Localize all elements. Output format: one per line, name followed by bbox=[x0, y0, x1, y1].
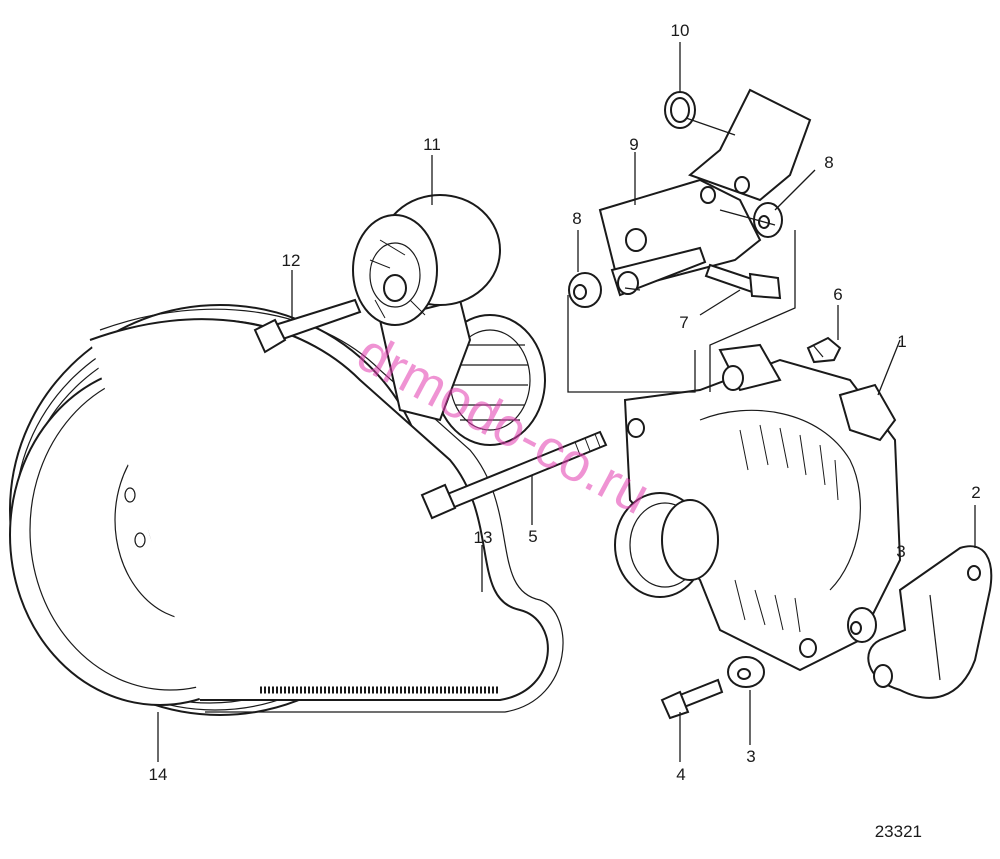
part-label-2: 2 bbox=[971, 483, 980, 502]
part-label-9: 9 bbox=[629, 135, 638, 154]
bolt-6 bbox=[806, 336, 842, 364]
part-label-14: 14 bbox=[149, 765, 168, 784]
part-label-6: 6 bbox=[833, 285, 842, 304]
part-label-3-upper: 3 bbox=[896, 542, 905, 561]
seal-ring bbox=[664, 91, 696, 129]
figure-number: 23321 bbox=[875, 822, 922, 841]
drive-belt bbox=[89, 308, 564, 713]
belt-tensioner bbox=[352, 194, 546, 446]
washer-3-lower bbox=[727, 656, 765, 688]
part-label-8-right: 8 bbox=[824, 153, 833, 172]
part-label-5: 5 bbox=[528, 527, 537, 546]
part-label-13: 13 bbox=[474, 528, 493, 547]
part-label-8-left: 8 bbox=[572, 209, 581, 228]
part-labels: 1 2 3 3 4 5 6 7 8 8 9 10 11 12 13 14 bbox=[149, 21, 981, 784]
mounting-bracket bbox=[867, 545, 993, 699]
leader-lines bbox=[157, 42, 976, 762]
bolt-7 bbox=[704, 263, 782, 300]
part-label-11: 11 bbox=[423, 135, 441, 154]
bolt-5 bbox=[420, 430, 608, 520]
support-bracket bbox=[598, 88, 812, 297]
alternator bbox=[614, 343, 902, 672]
part-label-1: 1 bbox=[897, 332, 906, 351]
part-label-4: 4 bbox=[676, 765, 685, 784]
bolt-4 bbox=[660, 678, 724, 720]
assembly-guide-lines bbox=[567, 209, 796, 393]
part-label-3-lower: 3 bbox=[746, 747, 755, 766]
washer-3-upper bbox=[847, 607, 877, 643]
part-label-7: 7 bbox=[679, 313, 688, 332]
bolt-12 bbox=[253, 298, 362, 354]
part-label-12: 12 bbox=[282, 251, 301, 270]
bushing-8-left bbox=[568, 272, 602, 308]
part-label-10: 10 bbox=[671, 21, 690, 40]
